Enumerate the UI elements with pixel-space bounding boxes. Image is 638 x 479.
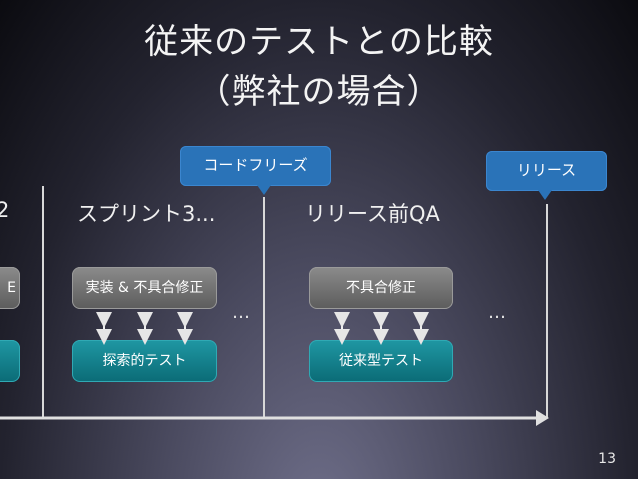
box-traditional-test: 従来型テスト	[309, 340, 453, 382]
box-bug-fix: 不具合修正	[309, 267, 453, 309]
slide-title-line2: （弊社の場合）	[196, 72, 442, 112]
phase-pre-release-qa: リリース前QA	[305, 202, 440, 226]
double-arrows-qa	[334, 312, 429, 345]
phase-sprint3: スプリント3...	[77, 202, 216, 226]
timeline-axis	[0, 410, 549, 426]
box-impl-fix: 実装 & 不具合修正	[72, 267, 217, 309]
box-cut-top: E	[0, 267, 20, 309]
ellipsis-after-qa: …	[488, 302, 506, 323]
page-number: 13	[598, 451, 616, 467]
release-callout: リリース	[486, 151, 607, 200]
double-arrows-sprint3	[96, 312, 193, 345]
box-cut-bottom	[0, 340, 20, 382]
phase-previous-sprint: 2	[0, 198, 10, 222]
code-freeze-callout: コードフリーズ	[180, 146, 331, 195]
slide-title-line1: 従来のテストとの比較	[144, 22, 494, 62]
box-exploratory-test: 探索的テスト	[72, 340, 217, 382]
divider-code-freeze	[263, 197, 265, 418]
ellipsis-after-sprint: …	[232, 302, 250, 323]
divider-release	[546, 204, 548, 418]
divider-sprint	[42, 186, 44, 418]
